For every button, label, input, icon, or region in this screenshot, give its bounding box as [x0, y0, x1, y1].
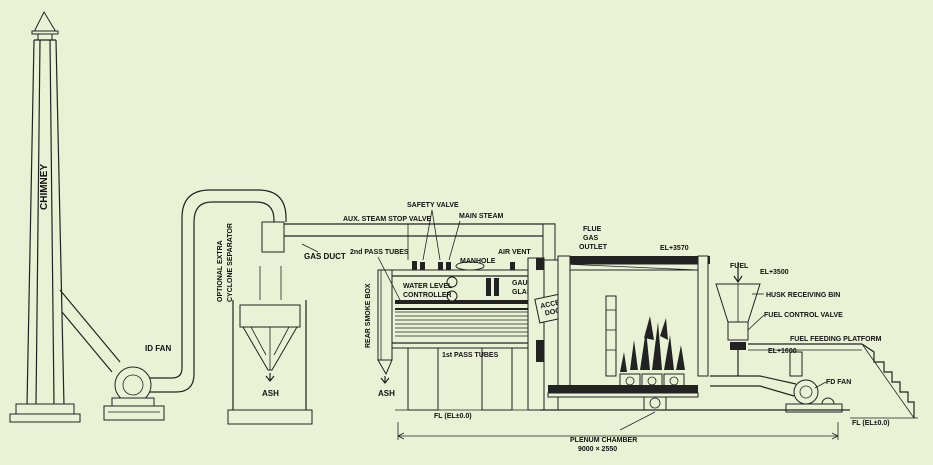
- rear-smoke-box-label: REAR SMOKE BOX: [365, 283, 372, 348]
- fl-right-label: FL (EL±0.0): [852, 420, 890, 427]
- ash-label-cyclone: ASH: [262, 389, 279, 398]
- air-vent-label: AIR VENT: [498, 249, 531, 256]
- access-door-label-2: DOOR: [544, 306, 566, 317]
- main-steam-label: MAIN STEAM: [459, 213, 504, 220]
- water-level-label-1: WATER LEVEL: [403, 283, 453, 290]
- second-pass-label: 2nd PASS TUBES: [350, 249, 409, 256]
- floor-line: [710, 409, 918, 419]
- second-pass-leader: [377, 256, 401, 301]
- flue-duct-to-fan: [150, 189, 287, 393]
- husk-bin-label: HUSK RECEIVING BIN: [766, 292, 840, 299]
- water-level-label-2: CONTROLLER: [403, 292, 452, 299]
- safety-valve-label: SAFETY VALVE: [407, 202, 459, 209]
- dimension-line: [397, 411, 839, 440]
- dimension-label: 9000 × 2550: [578, 446, 617, 453]
- rear-smoke-box: [377, 269, 393, 384]
- chimney: [9, 10, 81, 423]
- cyclone-separator: [227, 266, 313, 425]
- flue-gas-label-3: OUTLET: [579, 244, 608, 251]
- furnace: [540, 255, 710, 411]
- boiler-supports: [395, 347, 540, 411]
- cyclone-label-1: OPTIONAL EXTRA: [217, 240, 224, 302]
- fuel-valve-label: FUEL CONTROL VALVE: [764, 312, 843, 319]
- id-fan: [103, 366, 165, 421]
- boiler-shell: [391, 261, 543, 349]
- gas-duct-label: GAS DUCT: [304, 252, 346, 261]
- el-3570-label: EL+3570: [660, 245, 689, 252]
- el-1600-label: EL+1600: [768, 348, 797, 355]
- first-pass-label: 1st PASS TUBES: [442, 352, 499, 359]
- flue-gas-label-1: FLUE: [583, 226, 602, 233]
- breech-duct: [59, 289, 121, 373]
- main-steam-leader: [448, 220, 461, 261]
- manhole-label: MANHOLE: [460, 258, 496, 265]
- platform-label: FUEL FEEDING PLATFORM: [790, 336, 882, 343]
- flue-gas-label-2: GAS: [583, 235, 599, 242]
- gauge-glass-label-2: GLASS: [512, 289, 536, 296]
- aux-valve-label: AUX. STEAM STOP VALVE: [343, 216, 431, 223]
- fuel-platform: [748, 343, 915, 419]
- cyclone-head: [261, 221, 556, 261]
- husk-bin: [710, 262, 761, 387]
- el-3500-label: EL+3500: [760, 269, 789, 276]
- id-fan-label: ID FAN: [145, 344, 171, 353]
- cyclone-label-2: CYCLONE SEPARATOR: [227, 223, 234, 302]
- safety-valve-leader: [422, 209, 433, 261]
- flames: [620, 316, 685, 372]
- plenum-label: PLENUM CHAMBER: [570, 437, 637, 444]
- fd-fan: [759, 375, 843, 413]
- second-pass-tubes: [395, 311, 530, 337]
- gas-duct-leader: [301, 243, 319, 253]
- gauge-glass-label-1: GAUGE: [512, 280, 538, 287]
- fuel-label: FUEL: [730, 263, 749, 270]
- ash-label-boiler: ASH: [378, 389, 395, 398]
- chimney-label: CHIMNEY: [39, 164, 50, 210]
- fd-fan-label: FD FAN: [826, 379, 851, 386]
- fl-left-label: FL (EL±0.0): [434, 413, 472, 420]
